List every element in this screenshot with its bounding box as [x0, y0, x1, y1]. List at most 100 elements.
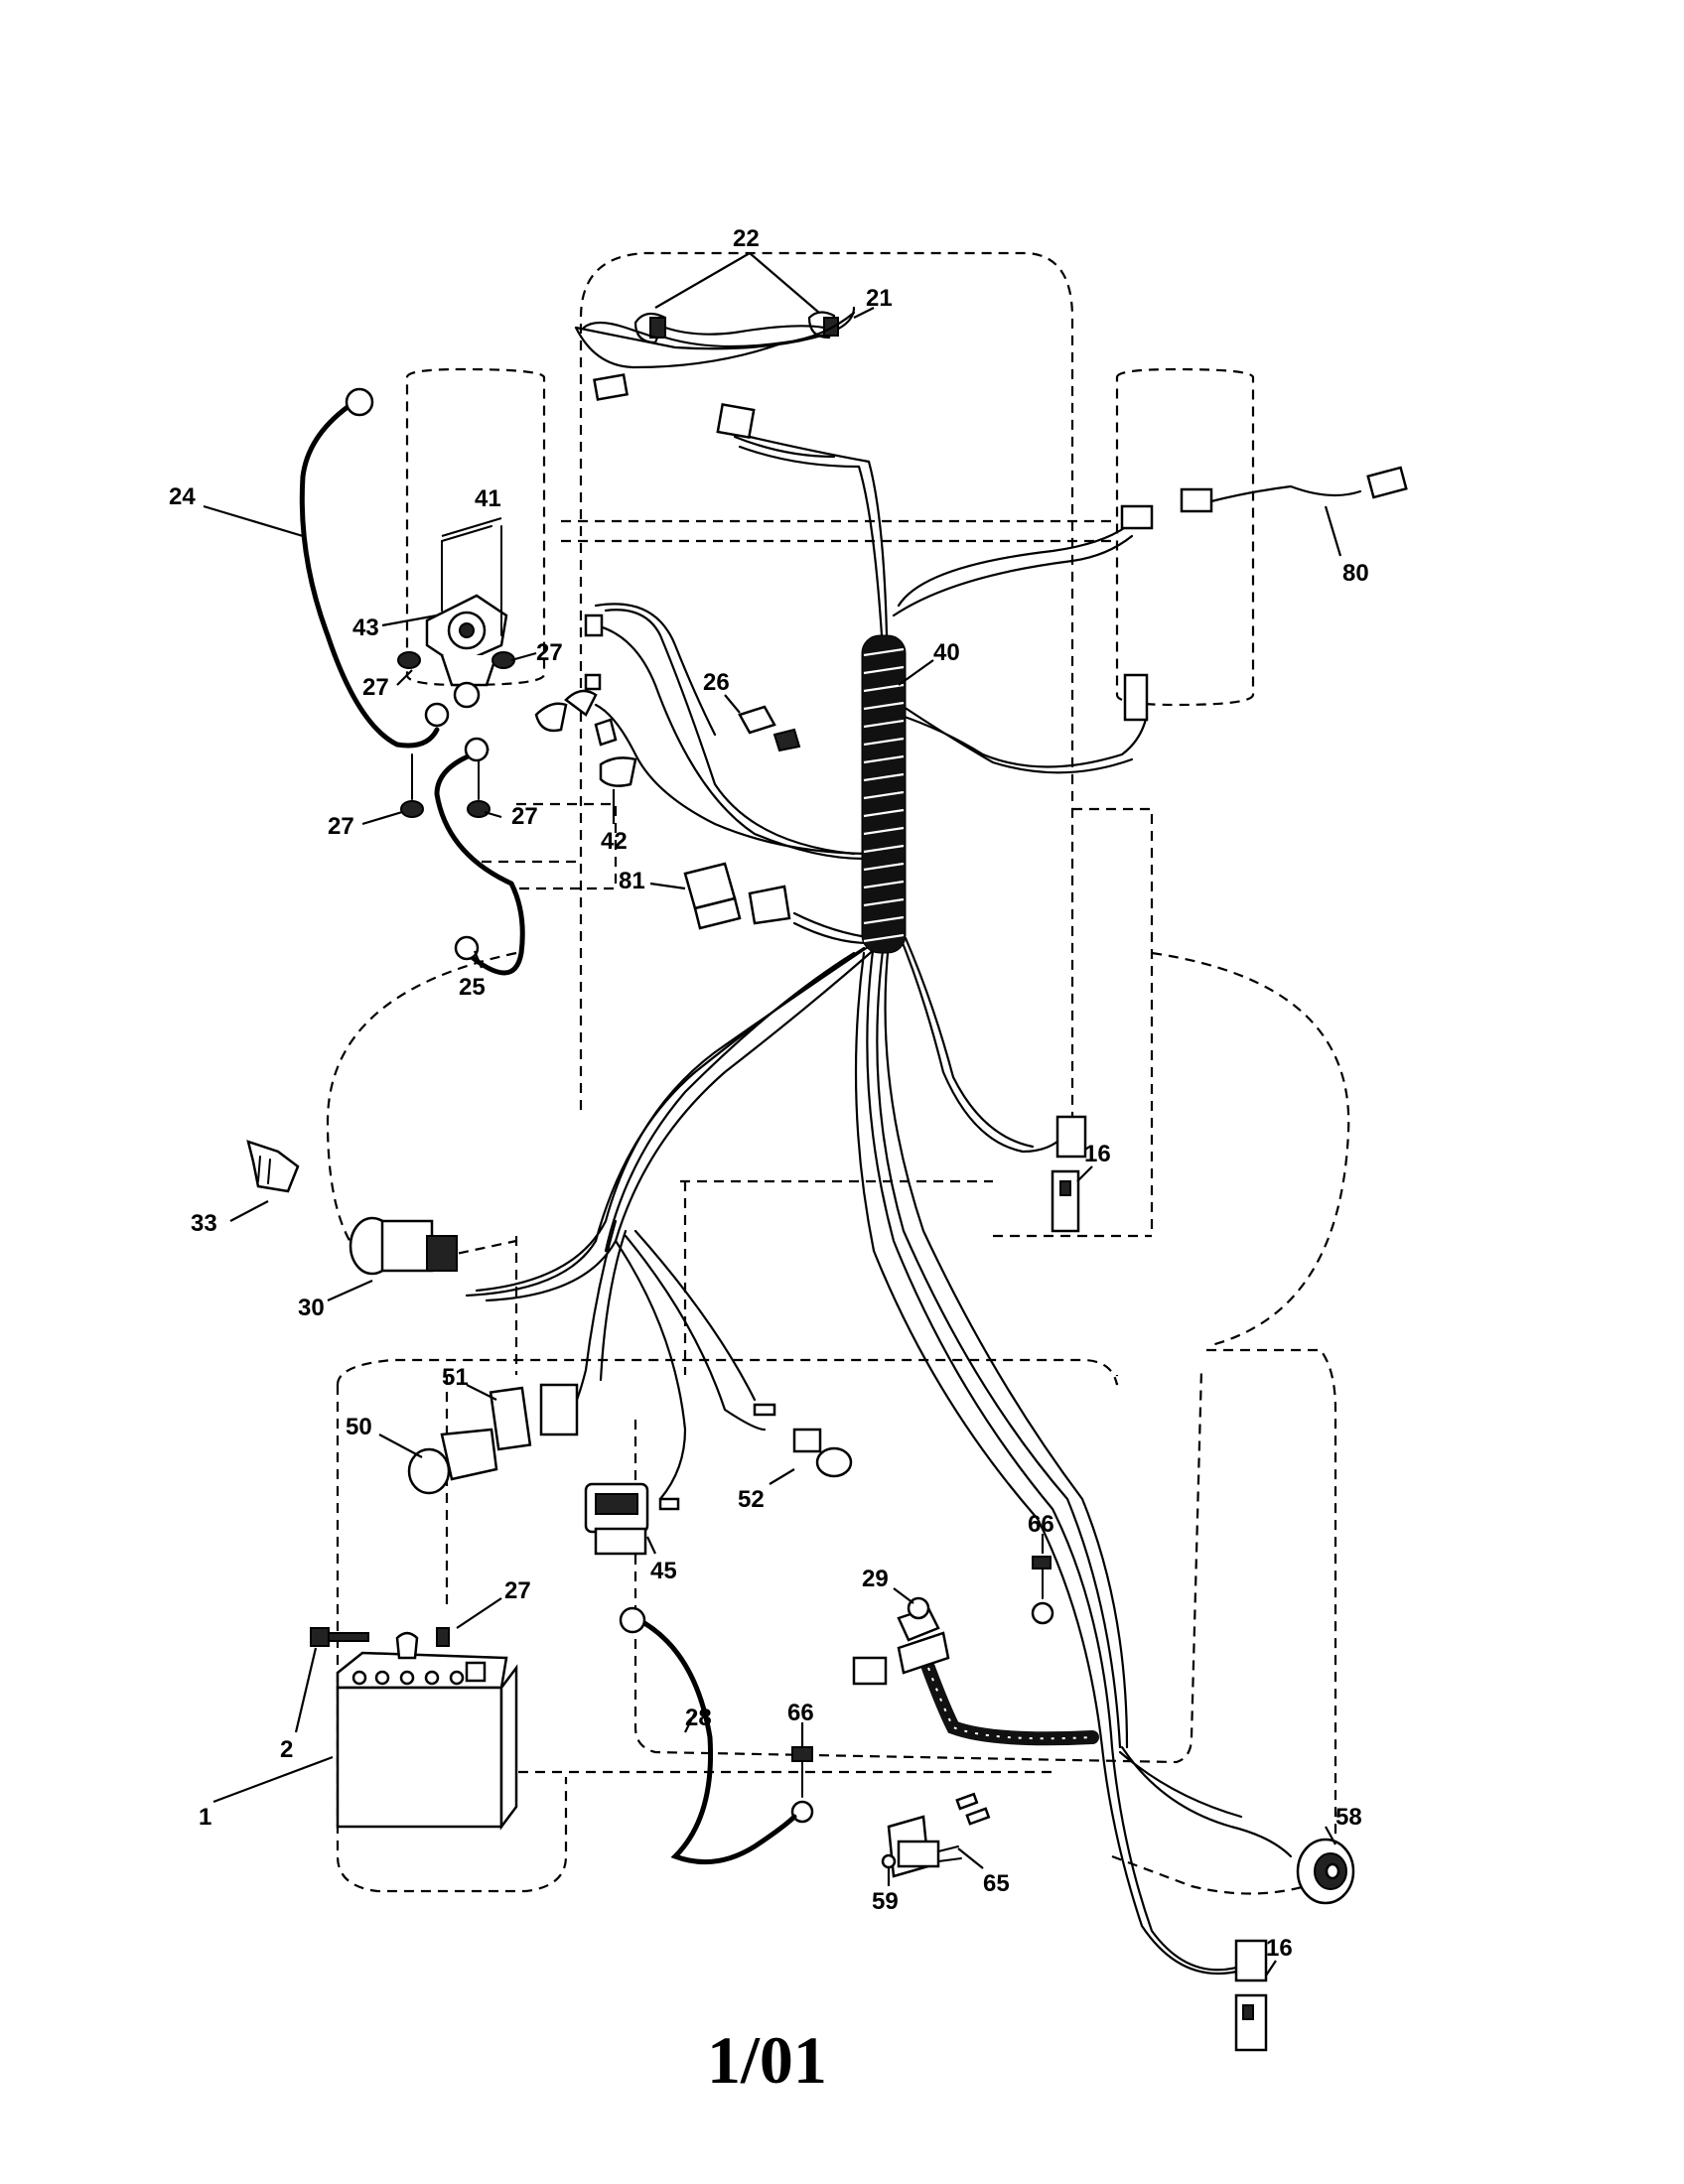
coil-rings: [863, 647, 905, 943]
harness-80: [1209, 484, 1362, 503]
callout-27-e: 27: [504, 1577, 531, 1604]
callout-59: 59: [872, 1888, 899, 1915]
callout-33: 33: [191, 1210, 217, 1237]
callout-43: 43: [352, 614, 379, 641]
fuse-connector-26: [738, 705, 776, 735]
fuse-42: [599, 756, 637, 787]
chassis-outlines: [326, 251, 1350, 1895]
callout-28: 28: [685, 1705, 712, 1731]
components: [246, 311, 1408, 2052]
ring-terminal-24-bottom: [424, 702, 450, 728]
nut-27-a: [397, 651, 421, 669]
callout-26: 26: [703, 669, 730, 696]
brake-switch-29: [897, 1596, 950, 1675]
seat-switch-59: [881, 1815, 940, 1878]
safety-switch-16-lower: [1234, 1939, 1268, 2052]
ground-cable-28: [632, 1615, 797, 1865]
right-rear-wheel-outline: [1151, 951, 1350, 1347]
headlight-bulb-left: [633, 312, 667, 344]
connector-near-29: [852, 1656, 888, 1686]
battery-1: [336, 1651, 518, 1831]
front-crossbar-outline: [561, 519, 1117, 543]
key-ridge-a: [257, 1156, 261, 1182]
callout-27-d: 27: [511, 803, 538, 830]
ring-terminal-24-top: [345, 387, 374, 417]
relay-socket: [748, 885, 791, 925]
nut-27-b: [491, 651, 515, 669]
safety-switch-16-upper: [1051, 1115, 1087, 1233]
fuse-26: [772, 728, 801, 752]
connector-right-lower: [1123, 673, 1149, 722]
callout-66-upper: 66: [1028, 1511, 1054, 1538]
connector-near-42-b: [584, 673, 602, 691]
callout-66-lower: 66: [787, 1700, 814, 1726]
wire-wrap-coil: [861, 634, 1099, 1746]
battery-cable-24: [299, 404, 440, 749]
callout-65: 65: [983, 1870, 1010, 1897]
nut-27-d: [467, 800, 491, 818]
terminal-cover-42: [564, 689, 598, 717]
callout-42: 42: [601, 828, 628, 855]
right-front-wheel-outline: [1115, 367, 1255, 707]
callout-27-c: 27: [328, 813, 354, 840]
terminal-boot-42: [534, 702, 568, 733]
bulb-52: [815, 1446, 853, 1478]
bolt-41-bracket: [441, 525, 492, 542]
left-front-wheel-outline: [405, 367, 546, 687]
main-wiring-harness: [465, 306, 1293, 1976]
ignition-switch-30: [349, 1216, 458, 1276]
hood-outline: [579, 251, 1074, 1161]
key-ridge-b: [267, 1159, 271, 1184]
connector-80-right: [1366, 466, 1408, 499]
callout-50: 50: [346, 1414, 372, 1440]
fuse-holder: [594, 718, 618, 747]
connector-near-52: [792, 1428, 822, 1453]
leader-lines: [203, 252, 1342, 1977]
callout-24: 24: [169, 483, 196, 510]
battery-nut-27: [436, 1627, 450, 1647]
light-switch-bezel-51: [489, 1386, 532, 1451]
solenoid-cable-25: [434, 747, 525, 976]
callout-29: 29: [862, 1566, 889, 1592]
callout-labels: 22 21 24 41 43 27 27 27 27 27 26 40 42 8…: [169, 225, 1369, 1962]
rear-deck-outline: [336, 1348, 1337, 1866]
rear-frame-outline: [445, 1369, 1307, 1895]
connector-80-left: [1180, 487, 1213, 513]
diagram-date: 1/01: [707, 2022, 827, 2098]
ring-terminal-25-top: [464, 737, 490, 762]
callout-25: 25: [459, 974, 486, 1001]
pto-clutch-58: [1296, 1838, 1355, 1905]
wire-terminal-52: [753, 1403, 776, 1417]
connector-plug-large: [539, 1383, 579, 1436]
seat-deck-outline: [514, 1179, 1152, 1375]
headlight-harness: [582, 311, 856, 348]
ring-terminal-28-top: [619, 1606, 646, 1634]
connector-right-upper: [1120, 504, 1154, 530]
callout-1: 1: [199, 1804, 211, 1831]
callout-45: 45: [650, 1558, 677, 1584]
callout-16-upper: 16: [1084, 1141, 1111, 1167]
callout-27-a: 27: [362, 674, 389, 701]
starter-solenoid: [425, 594, 508, 709]
callout-27-b: 27: [536, 639, 563, 666]
callout-81: 81: [619, 868, 645, 894]
meter-terminal: [658, 1497, 680, 1511]
callout-80: 80: [1342, 560, 1369, 587]
callout-21: 21: [866, 285, 893, 312]
battery-bolt-2: [310, 1627, 369, 1647]
callout-30: 30: [298, 1295, 325, 1321]
switch-connector-59b: [955, 1792, 979, 1811]
ignition-key-33: [246, 1140, 300, 1193]
top-harness-connector: [716, 402, 756, 440]
ground-bolt-66-lower: [790, 1746, 814, 1824]
nut-27-c: [400, 800, 424, 818]
light-switch-50: [407, 1428, 498, 1495]
ground-bolt-66-upper: [1031, 1556, 1054, 1625]
headlight-connector: [593, 373, 629, 401]
callout-41: 41: [475, 485, 501, 512]
callout-2: 2: [280, 1736, 293, 1763]
battery-terminal: [395, 1631, 419, 1660]
callout-22: 22: [733, 225, 760, 252]
hour-meter-45: [584, 1482, 649, 1556]
